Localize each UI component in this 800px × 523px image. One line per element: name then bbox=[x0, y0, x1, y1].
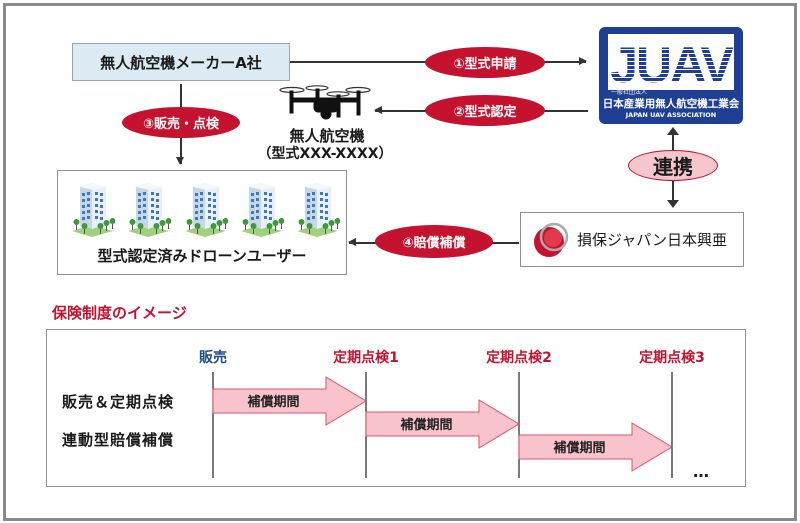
building-icon bbox=[128, 183, 172, 237]
cooperation-badge: 連携 bbox=[628, 150, 718, 181]
juav-org: 一般社団法人 日本産業用無人航空機工業会 JAPAN UAV ASSOCIATI… bbox=[599, 87, 743, 119]
step-certify-label: ②型式認定 bbox=[453, 105, 517, 120]
timeline-continuation: … bbox=[693, 462, 709, 481]
step-sale-label: ③販売・点検 bbox=[142, 117, 219, 132]
cooperation-label: 連携 bbox=[653, 155, 693, 179]
step-apply-label: ①型式申請 bbox=[453, 57, 517, 72]
milestone-label: 定期点検2 bbox=[486, 349, 552, 366]
insurer-box: 損保ジャパン日本興亜 bbox=[520, 212, 744, 267]
drone-icon bbox=[279, 85, 371, 120]
juav-org-name: 日本産業用無人航空機工業会 bbox=[602, 98, 740, 110]
milestone-label: 販売 bbox=[199, 349, 227, 366]
step-apply-pill: ①型式申請 bbox=[425, 47, 545, 78]
coverage-period-arrow bbox=[365, 399, 520, 449]
cooperation-arrow-up bbox=[672, 131, 674, 151]
cooperation-arrowhead-down bbox=[667, 200, 679, 208]
coverage-period-label: 補償期間 bbox=[552, 440, 605, 456]
coverage-period-arrow bbox=[212, 376, 367, 426]
users-label: 型式認定済みドローンユーザー bbox=[97, 247, 307, 265]
row-label-line2: 連動型賠償補償 bbox=[62, 431, 175, 449]
juav-org-name-en: JAPAN UAV ASSOCIATION bbox=[625, 111, 717, 119]
buildings-row bbox=[70, 179, 340, 239]
insurance-section-title: 保険制度のイメージ bbox=[52, 304, 187, 322]
milestone-label: 定期点検1 bbox=[333, 349, 399, 366]
row-label-line1: 販売＆定期点検 bbox=[62, 393, 175, 411]
coverage-period-arrow bbox=[518, 422, 673, 472]
coverage-period-label: 補償期間 bbox=[246, 394, 299, 410]
cooperation-arrowhead-up bbox=[667, 127, 679, 135]
building-icon bbox=[240, 183, 284, 237]
drone-model: （型式XXX-XXXX） bbox=[257, 146, 393, 162]
step-compensation-pill: ④賠償補償 bbox=[375, 225, 493, 258]
juav-logo-mark: JUAV bbox=[608, 34, 736, 93]
cooperation-arrow-down bbox=[672, 180, 674, 204]
step-sale-pill: ③販売・点検 bbox=[122, 107, 240, 138]
maker-label: 無人航空機メーカーA社 bbox=[100, 53, 262, 72]
juav-logo: JUAV 一般社団法人 日本産業用無人航空機工業会 JAPAN UAV ASSO… bbox=[599, 27, 743, 124]
step-compensation-label: ④賠償補償 bbox=[402, 236, 466, 251]
maker-box: 無人航空機メーカーA社 bbox=[72, 43, 290, 81]
juav-logo-text: JUAV bbox=[610, 37, 734, 90]
insurer-name: 損保ジャパン日本興亜 bbox=[577, 231, 728, 249]
building-icon bbox=[72, 183, 115, 237]
insurer-logo-icon bbox=[534, 222, 569, 257]
building-icon bbox=[184, 183, 228, 237]
building-icon bbox=[297, 183, 340, 237]
juav-org-type: 一般社団法人 bbox=[611, 89, 648, 96]
milestone-label: 定期点検3 bbox=[639, 349, 705, 366]
juav-letters-icon: JUAV bbox=[610, 37, 736, 93]
users-box: 型式認定済みドローンユーザー bbox=[57, 170, 347, 275]
coverage-period-label: 補償期間 bbox=[399, 417, 452, 433]
step-certify-pill: ②型式認定 bbox=[425, 95, 545, 126]
insurance-timeline-box bbox=[46, 329, 746, 487]
drone-name: 無人航空機 bbox=[289, 127, 365, 145]
